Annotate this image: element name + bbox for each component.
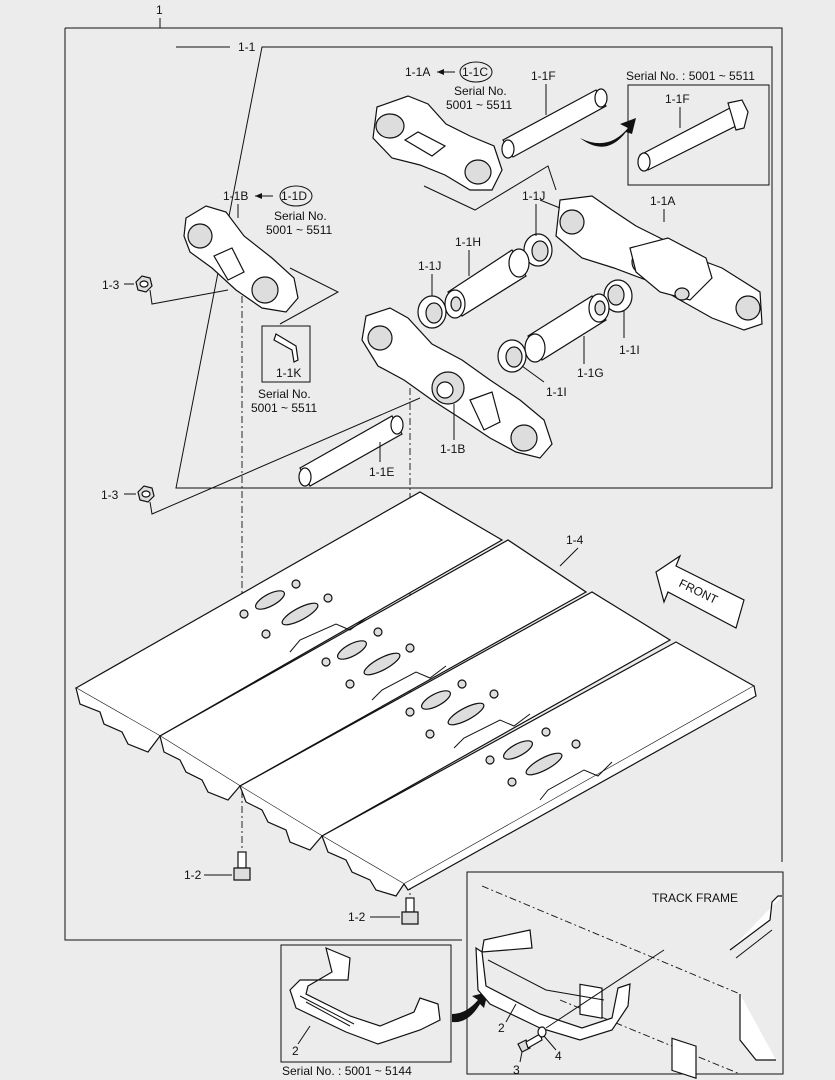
label-link-1-1c: 1-1C [462,65,488,79]
front-arrow: FRONT [655,554,745,629]
label-pin-1-1e: 1-1E [369,465,394,479]
serial-spring-pin-line2: 5001 ~ 5511 [251,401,318,415]
bolt-1-2-right [401,897,419,925]
link-1-1b-bottom [361,307,553,459]
pin-1-1e [298,415,404,487]
link-1-1b-left [183,205,299,313]
label-seal-1-1j-upper: 1-1J [522,189,545,203]
link-assembly-frame [175,46,773,489]
pin-1-1f-detail [637,99,749,172]
assembly-1-frame [64,27,783,941]
link-1-1a-right [555,195,763,331]
label-washer-4: 4 [555,1049,562,1063]
pin-1-1f [501,88,608,159]
label-seal-1-1i-right: 1-1I [619,343,640,357]
track-frame [481,885,782,1079]
bush-1-1h [444,248,530,319]
detail-arrow [580,118,636,147]
label-seal-1-1i-low: 1-1I [546,385,567,399]
label-nut-1-3-upper: 1-3 [102,278,120,292]
seal-1-1j-upper [523,233,553,267]
bolt-3 [517,1033,543,1053]
serial-guard: Serial No. : 5001 ~ 5144 [282,1064,412,1078]
label-link-1-1b-left: 1-1B [223,189,248,203]
bush-1-1g [524,293,610,363]
spring-pin-1-1k [273,333,299,363]
track-guard-detail [289,946,441,1045]
label-link-assy: 1-1 [238,40,256,54]
label-nut-1-3-lower: 1-3 [101,488,119,502]
track-shoe-1-4 [74,491,757,897]
label-bolt-3: 3 [513,1063,520,1077]
label-bolt-1-2-right: 1-2 [348,910,366,924]
serial-link-d-line2: 5001 ~ 5511 [266,223,333,237]
label-spring-pin-1-1k: 1-1K [276,366,301,380]
bolt-1-2-left [233,851,251,881]
nut-1-3-upper [135,275,153,293]
label-bush-1-1g: 1-1G [577,366,604,380]
seal-1-1i-low [497,339,527,373]
label-guard-detail: 2 [292,1044,299,1058]
label-link-1-1d: 1-1D [281,189,307,203]
label-seal-1-1j-mid: 1-1J [418,259,441,273]
label-link-1-1a-top: 1-1A [405,65,430,79]
link-1-1a-top [372,95,503,191]
label-pin-1-1f: 1-1F [531,69,556,83]
track-frame-box [466,871,784,1075]
label-link-1-1b-bottom: 1-1B [440,442,465,456]
label-bush-1-1h: 1-1H [455,235,481,249]
washer-4 [537,1026,547,1038]
spring-pin-box [261,325,311,383]
serial-link-c-line2: 5001 ~ 5511 [446,98,513,112]
track-frame-label: TRACK FRAME [652,891,738,905]
serial-link-d-line1: Serial No. [274,209,327,223]
label-pin-1-1f-detail: 1-1F [665,92,690,106]
label-assy-1: 1 [156,3,163,17]
pin-detail-box [627,84,770,186]
seal-1-1i-right [603,279,633,313]
label-bolt-1-2-left: 1-2 [184,868,202,882]
seal-1-1j-mid [417,295,447,329]
nut-1-3-lower [137,485,155,503]
label-guard-main: 2 [498,1021,505,1035]
serial-spring-pin-line1: Serial No. [258,387,311,401]
track-guard-main [475,929,631,1041]
guard-detail-arrow [452,992,488,1023]
guard-detail-box [280,944,452,1063]
serial-pin-detail: Serial No. : 5001 ~ 5511 [626,69,755,83]
label-link-1-1a-right: 1-1A [650,194,675,208]
label-track-shoe-1-4: 1-4 [566,533,584,547]
serial-link-c-line1: Serial No. [454,84,507,98]
